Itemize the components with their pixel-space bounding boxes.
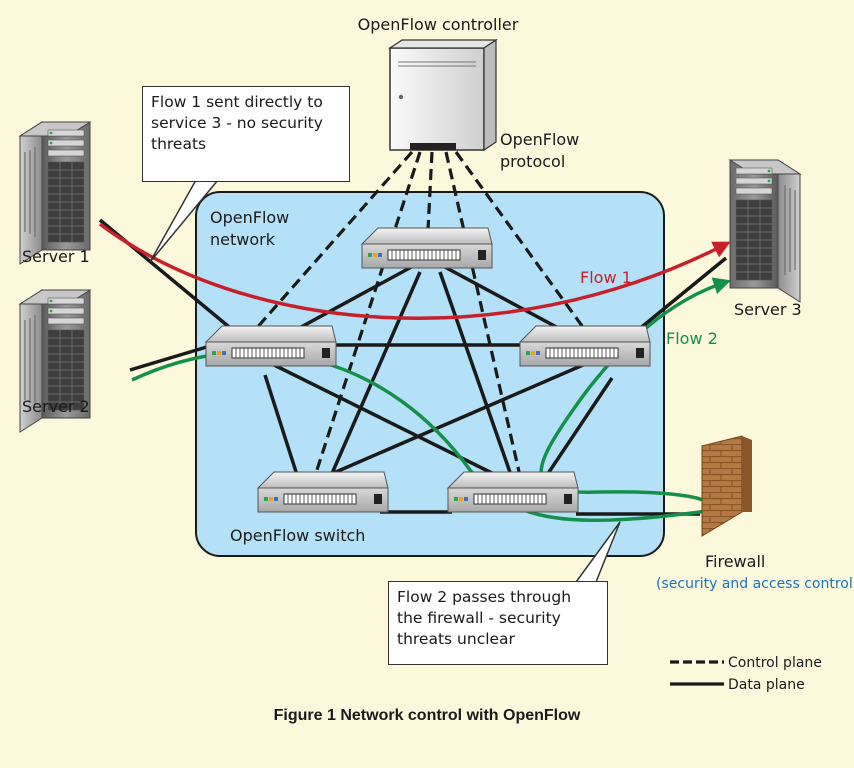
control-link-sw5: [444, 151, 522, 477]
openflow-switch-left: [205, 325, 337, 367]
openflow-switch-top: [361, 227, 493, 269]
link-sw3-sw4: [321, 360, 591, 480]
flow2-label: Flow 2: [666, 329, 718, 348]
flow1-path: [98, 222, 731, 321]
link-server2-sw1: [129, 344, 211, 372]
openflow-switch-bottom-right: [447, 471, 579, 513]
legend-data-label: Data plane: [728, 677, 805, 693]
control-link-sw1: [253, 150, 414, 332]
protocol-label-line1: OpenFlow: [500, 130, 579, 149]
network-label-line2: network: [210, 230, 276, 249]
control-link-sw4: [313, 151, 422, 477]
controller-label: OpenFlow controller: [358, 15, 519, 34]
firewall-sublabel: (security and access control): [656, 576, 854, 592]
server1-icon: [19, 121, 91, 265]
link-sw2-sw5: [438, 271, 514, 479]
link-sw2-sw4: [328, 271, 422, 479]
legend: Control plane Data plane: [670, 655, 822, 693]
legend-control-label: Control plane: [728, 655, 822, 671]
firewall-label: Firewall: [705, 552, 765, 571]
figure-caption: Figure 1 Network control with OpenFlow: [273, 707, 581, 724]
flow1-callout: Flow 1 sent directly to service 3 - no s…: [142, 86, 350, 182]
control-link-sw3: [454, 151, 587, 331]
openflow-switch-right: [519, 325, 651, 367]
firewall-icon: [701, 435, 752, 537]
server3-icon: [729, 159, 801, 303]
data-plane-links: [98, 218, 728, 516]
flow2-callout: Flow 2 passes through the firewall - sec…: [388, 581, 608, 665]
switch-label: OpenFlow switch: [230, 526, 365, 545]
server1-label: Server 1: [22, 247, 90, 266]
protocol-label-line2: protocol: [500, 152, 565, 171]
control-link-sw2: [426, 151, 434, 231]
link-server3-sw3: [636, 256, 728, 332]
server3-label: Server 3: [734, 300, 802, 319]
link-sw1-sw4: [263, 374, 300, 479]
control-plane-links: [253, 150, 587, 477]
network-label-line1: OpenFlow: [210, 208, 289, 227]
controller-icon: [388, 38, 498, 152]
server2-label: Server 2: [22, 397, 90, 416]
openflow-switch-bottom-left: [257, 471, 389, 513]
flow1-label: Flow 1: [580, 268, 632, 287]
link-sw3-sw5: [543, 377, 614, 479]
